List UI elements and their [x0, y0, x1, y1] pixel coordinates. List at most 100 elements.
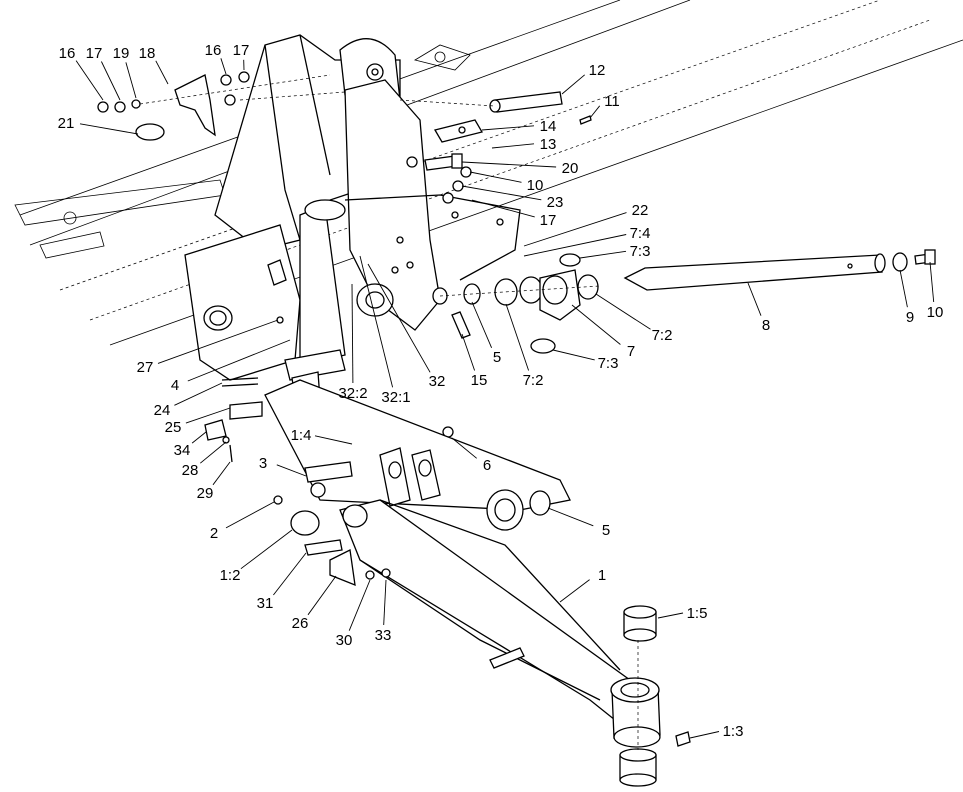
leader-line-c-22 [523, 212, 627, 247]
callout-label-c-9: 9 [906, 309, 914, 326]
leader-line-c-20 [461, 161, 557, 168]
callout-label-c-32-2: 32:2 [338, 385, 367, 402]
callout-label-c-32-1: 32:1 [381, 389, 410, 406]
callout-label-c-26: 26 [292, 615, 309, 632]
leader-line-c-32-1 [359, 255, 394, 388]
leader-line-c-16a [75, 60, 104, 101]
leader-line-c-6 [451, 437, 477, 459]
callout-label-c-27: 27 [137, 359, 154, 376]
callout-label-c-30: 30 [336, 632, 353, 649]
leader-line-c-10a [469, 171, 522, 183]
callout-label-c-32: 32 [429, 373, 446, 390]
leader-line-c-5b [547, 507, 594, 527]
leader-line-c-32-2 [351, 283, 354, 384]
callout-label-c-13: 13 [540, 136, 557, 153]
callout-label-c-7-4: 7:4 [630, 225, 651, 242]
callout-label-c-29: 29 [197, 485, 214, 502]
leader-line-c-11 [589, 105, 601, 119]
leader-line-c-29 [212, 461, 231, 486]
callout-label-c-1-3: 1:3 [723, 723, 744, 740]
callout-label-c-17b: 17 [233, 42, 250, 59]
leader-line-c-19 [125, 62, 137, 99]
leader-line-c-32 [367, 263, 431, 373]
leader-line-c-17a [100, 61, 121, 101]
leader-line-c-1 [559, 579, 590, 603]
callout-label-c-1-2: 1:2 [220, 567, 241, 584]
leader-line-c-18 [155, 60, 169, 85]
callout-label-c-28: 28 [182, 462, 199, 479]
leader-line-c-9 [899, 269, 908, 308]
leader-line-c-2 [225, 501, 275, 529]
leader-line-c-14 [481, 125, 535, 131]
callout-label-c-1-5: 1:5 [687, 605, 708, 622]
callout-label-c-19: 19 [113, 45, 130, 62]
leader-line-c-24 [174, 382, 223, 406]
callout-label-c-4: 4 [171, 377, 179, 394]
bolt-group-20 [406, 153, 472, 204]
leader-line-c-26 [307, 575, 337, 616]
leader-line-c-7-3b [552, 349, 595, 361]
leader-line-c-34 [191, 431, 207, 444]
callout-label-c-22: 22 [632, 202, 649, 219]
callout-label-c-18: 18 [139, 45, 156, 62]
callout-label-c-16a: 16 [59, 45, 76, 62]
leader-line-c-30 [348, 579, 371, 631]
leader-line-c-1-2 [240, 529, 293, 570]
leader-line-c-15 [461, 333, 476, 371]
callout-label-c-20: 20 [562, 160, 579, 177]
leader-line-c-1-3 [689, 731, 720, 739]
callout-label-c-11: 11 [604, 93, 620, 110]
latch-assembly [97, 71, 346, 141]
callout-label-c-7-2a: 7:2 [652, 327, 673, 344]
leader-line-c-10b [929, 261, 935, 303]
callout-label-c-23: 23 [547, 194, 564, 211]
callout-label-c-1: 1 [598, 567, 606, 584]
callout-label-c-6: 6 [483, 457, 491, 474]
leader-line-c-7 [571, 304, 621, 345]
leader-line-c-21 [79, 123, 139, 135]
callout-label-c-31: 31 [257, 595, 274, 612]
callout-label-c-7-2b: 7:2 [523, 372, 544, 389]
callout-leaders [75, 58, 935, 739]
leader-line-c-5a [471, 301, 493, 348]
leader-line-c-13 [491, 143, 535, 149]
callout-label-c-2: 2 [210, 525, 218, 542]
bushing-stack [439, 253, 601, 354]
leader-line-c-31 [273, 552, 307, 596]
callout-label-c-10b: 10 [927, 304, 944, 321]
callout-label-c-24: 24 [154, 402, 171, 419]
lower-arm [264, 379, 652, 721]
callout-label-c-14: 14 [540, 118, 557, 135]
leader-line-c-28 [200, 441, 227, 464]
leader-line-c-7-2b [505, 303, 530, 371]
callout-label-c-3: 3 [259, 455, 267, 472]
spindle-housing [610, 605, 691, 787]
callout-label-c-5b: 5 [602, 522, 610, 539]
leader-line-c-12 [561, 74, 585, 95]
leader-line-c-3 [276, 464, 307, 477]
upper-pin-group [399, 91, 592, 143]
callout-label-c-8: 8 [762, 317, 770, 334]
leader-line-c-7-2a [595, 293, 651, 330]
callout-label-c-12: 12 [589, 62, 606, 79]
callout-label-c-16b: 16 [205, 42, 222, 59]
callout-label-c-1-4: 1:4 [291, 427, 312, 444]
callout-label-c-7-3a: 7:3 [630, 243, 651, 260]
leader-line-c-25 [185, 407, 231, 424]
callout-label-c-7: 7 [627, 343, 635, 360]
callout-label-c-17c: 17 [540, 212, 557, 229]
callout-label-c-34: 34 [174, 442, 191, 459]
leader-line-c-33 [383, 579, 387, 626]
leader-line-c-1-4 [314, 435, 353, 445]
leader-line-c-4 [187, 339, 291, 382]
leader-line-c-7-3a [579, 250, 627, 259]
callout-label-c-17a: 17 [86, 45, 103, 62]
leader-line-c-16b [220, 58, 227, 75]
callout-label-c-5a: 5 [493, 349, 501, 366]
main-shaft [623, 249, 936, 291]
leader-line-c-23 [461, 185, 542, 201]
leader-line-c-17c [471, 199, 535, 218]
callout-label-c-33: 33 [375, 627, 392, 644]
